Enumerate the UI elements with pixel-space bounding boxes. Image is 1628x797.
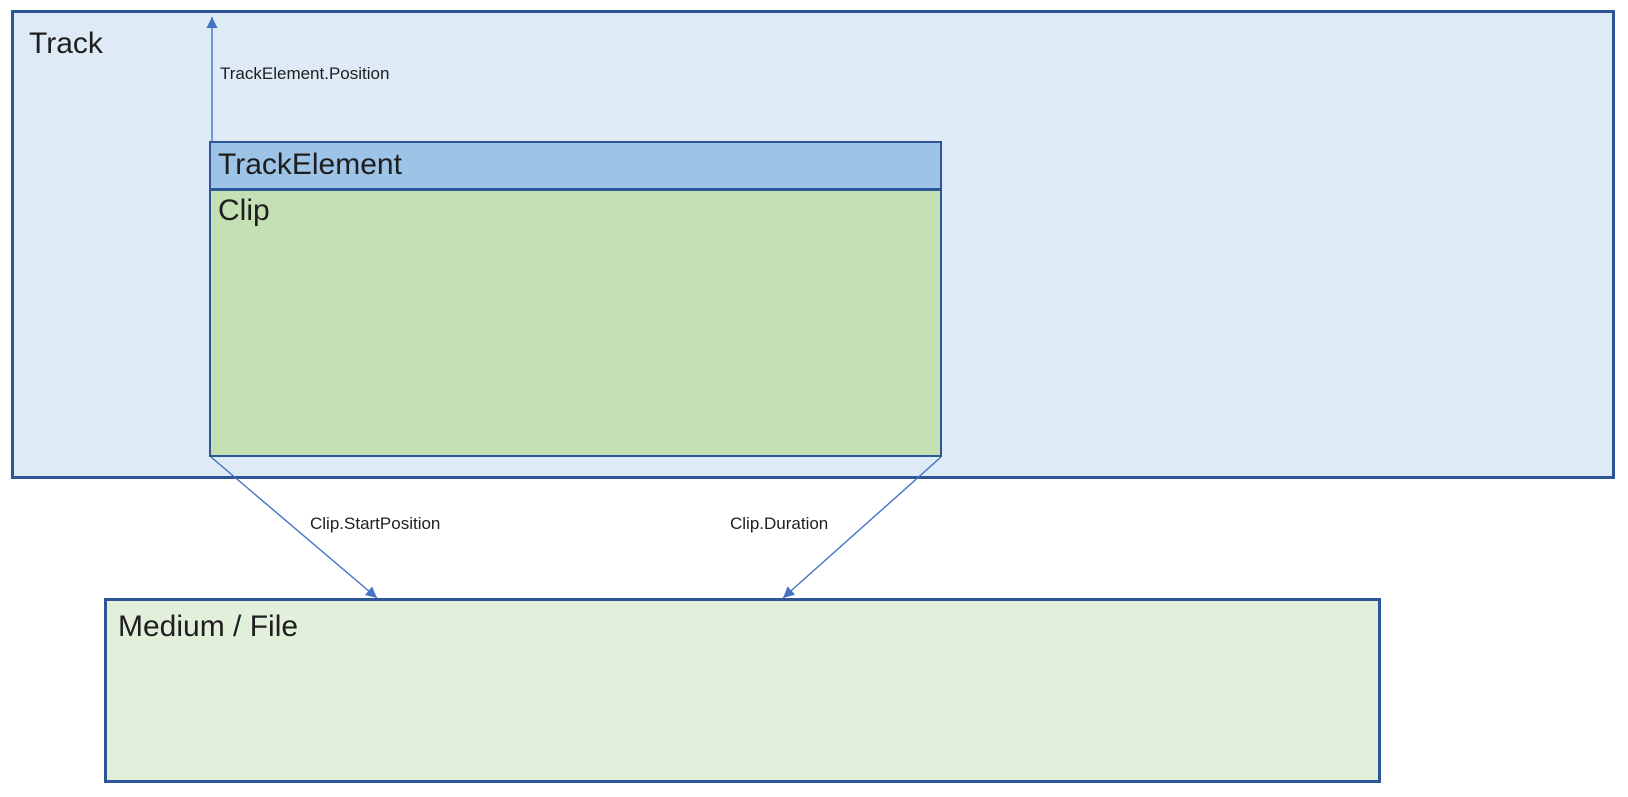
medium-file-box: Medium / File <box>104 598 1381 783</box>
clip-duration-annotation: Clip.Duration <box>730 514 829 533</box>
medium-file-label: Medium / File <box>118 610 299 643</box>
clip-start-position-annotation: Clip.StartPosition <box>310 514 441 533</box>
track-element-box: TrackElement Clip <box>209 141 942 457</box>
track-label: Track <box>29 27 103 60</box>
track-element-header: TrackElement <box>211 143 940 191</box>
clip-box: Clip <box>211 191 940 455</box>
track-element-position-annotation: TrackElement.Position <box>220 64 390 83</box>
track-element-label: TrackElement <box>218 148 402 181</box>
clip-label: Clip <box>218 194 270 227</box>
